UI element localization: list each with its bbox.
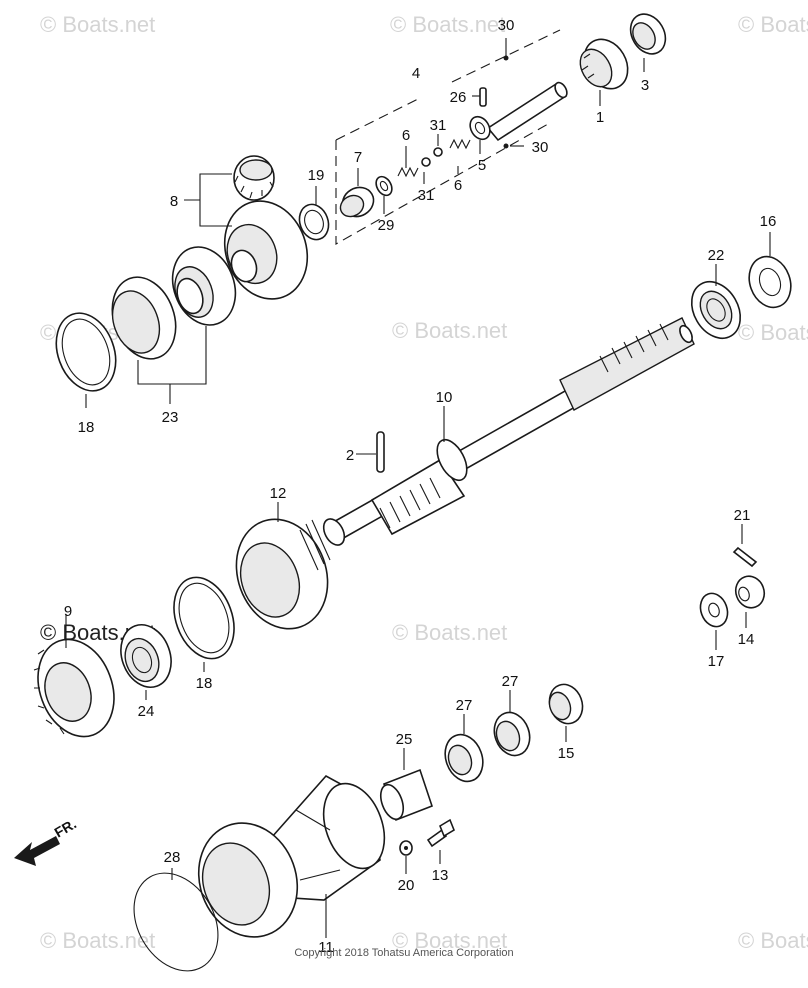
part-15-seal <box>548 683 584 725</box>
label-part-2: 2 <box>346 447 354 464</box>
watermark: © Boats.net <box>392 928 507 953</box>
label-part-20: 20 <box>398 877 415 894</box>
part-16-washer <box>748 255 792 309</box>
label-part-12: 12 <box>270 485 287 502</box>
label-part-17: 17 <box>708 653 725 670</box>
label-part-18: 18 <box>196 675 213 692</box>
label-part-11: 11 <box>318 939 334 956</box>
label-part-27: 27 <box>456 697 473 714</box>
watermark: © Boats.net <box>392 318 507 343</box>
label-part-3: 3 <box>641 77 649 94</box>
label-part-22: 22 <box>708 247 725 264</box>
part-3-ring <box>629 13 667 55</box>
label-part-13: 13 <box>432 867 449 884</box>
label-part-6: 6 <box>454 177 462 194</box>
watermark: © Boats.net <box>738 928 808 953</box>
label-part-8: 8 <box>170 193 178 210</box>
part-9-reverse-gear <box>33 638 115 738</box>
part-13-bolt <box>426 818 455 848</box>
label-part-16: 16 <box>760 213 777 230</box>
part-24-ball-bearing <box>120 624 172 688</box>
part-20-washer <box>399 840 413 856</box>
part-17-washer <box>699 592 729 628</box>
label-part-21: 21 <box>734 507 751 524</box>
part-14-nut <box>734 575 766 609</box>
part-labels: 30 3 1 4 26 31 6 30 5 6 31 29 7 19 8 18 … <box>64 17 777 956</box>
part-6-spring-right <box>449 138 471 150</box>
label-part-9: 9 <box>64 603 72 620</box>
part-11-bearing-housing <box>197 774 386 938</box>
assembly-4-bracket <box>335 29 561 245</box>
label-part-15: 15 <box>558 745 575 762</box>
part-23-outer-race <box>111 276 177 360</box>
part-6-spring-left <box>397 166 419 178</box>
front-direction-arrow: FR. <box>14 815 79 866</box>
watermark: © Boats.net <box>390 12 505 37</box>
part-10-propeller-shaft <box>322 317 695 546</box>
label-part-30: 30 <box>532 139 549 156</box>
label-part-28: 28 <box>164 849 181 866</box>
label-part-25: 25 <box>396 731 413 748</box>
part-2-pin <box>376 431 385 473</box>
label-part-30: 30 <box>498 17 515 34</box>
label-part-18: 18 <box>78 419 95 436</box>
label-part-29: 29 <box>378 217 395 234</box>
part-18-shim-lower <box>173 576 235 660</box>
watermark: © Boats.net <box>738 320 808 345</box>
part-18-shim-upper <box>55 312 117 392</box>
part-12-retainer <box>235 518 331 630</box>
part-22-thrust-bearing <box>690 280 742 340</box>
part-26-pin <box>479 87 487 107</box>
part-19-shim <box>298 203 330 241</box>
part-23-roller-bearing <box>171 246 237 326</box>
label-part-4: 4 <box>412 65 420 82</box>
watermark: © Boats.net <box>40 928 155 953</box>
part-29-ring <box>375 175 393 197</box>
part-27-oil-seal-upper <box>493 711 531 757</box>
label-part-7: 7 <box>354 149 362 166</box>
label-part-19: 19 <box>308 167 325 184</box>
label-part-24: 24 <box>138 703 155 720</box>
label-part-6: 6 <box>402 127 410 144</box>
part-1-clutch <box>579 38 629 90</box>
part-25-needle-bearing <box>379 768 433 822</box>
watermark: © Boats.net <box>392 620 507 645</box>
label-part-14: 14 <box>738 631 755 648</box>
label-part-23: 23 <box>162 409 179 426</box>
watermark: © Boats.net <box>40 12 155 37</box>
label-part-27: 27 <box>502 673 519 690</box>
label-part-31: 31 <box>418 187 435 204</box>
part-28-o-ring <box>133 872 219 972</box>
watermark: © Boats.net <box>738 12 808 37</box>
part-31-ball-lower <box>421 157 431 167</box>
part-31-ball-upper <box>433 147 443 157</box>
arrow-icon <box>14 836 60 866</box>
label-part-31: 31 <box>430 117 447 134</box>
label-part-5: 5 <box>478 157 486 174</box>
label-part-1: 1 <box>596 109 604 126</box>
copyright-notice: Copyright 2018 Tohatsu America Corporati… <box>294 947 513 959</box>
part-7-plunger <box>339 186 375 218</box>
part-21-cotter-pin <box>732 546 758 568</box>
part-27-oil-seal-lower <box>444 733 484 783</box>
part-4-shift-rod <box>469 81 568 142</box>
label-part-26: 26 <box>450 89 467 106</box>
part-8-bevel-gear <box>223 200 309 300</box>
part-8-pinion-gear <box>233 155 275 201</box>
leader-lines <box>65 38 771 938</box>
label-part-10: 10 <box>436 389 453 406</box>
